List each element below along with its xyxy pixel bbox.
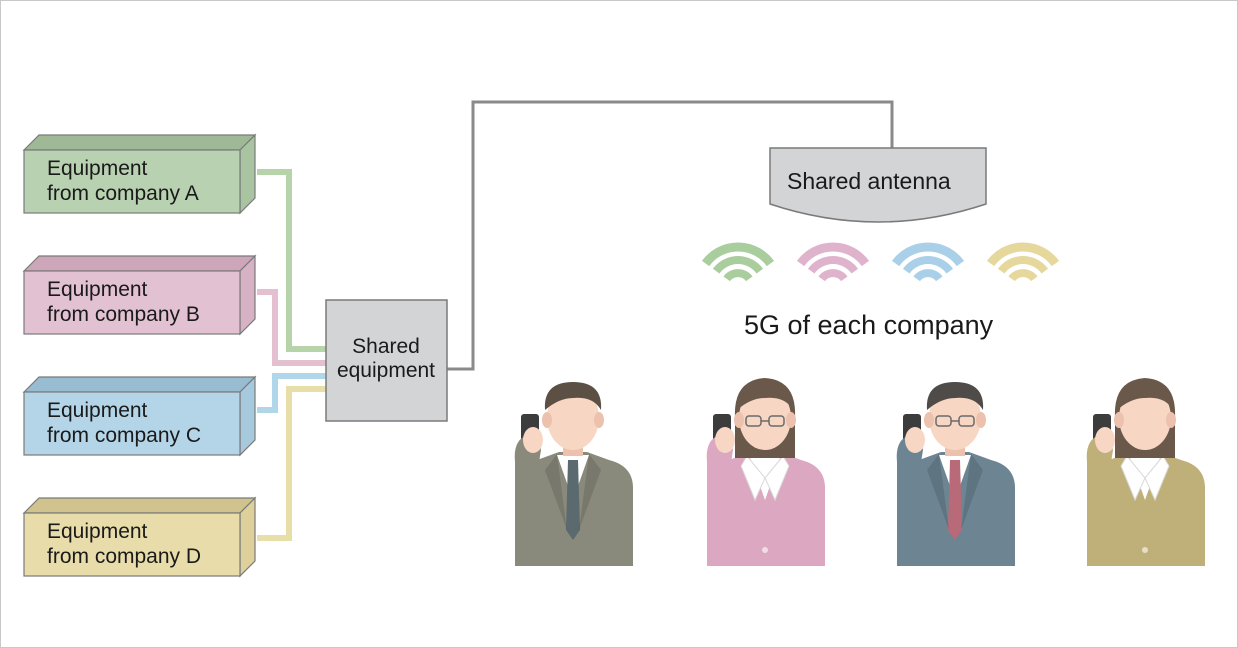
hair xyxy=(1116,382,1174,410)
equipment-box-c xyxy=(22,375,257,457)
signal-arc xyxy=(701,242,775,267)
equipment-c-line1: Equipment xyxy=(47,399,148,422)
button xyxy=(1142,547,1148,553)
shared-antenna-shape xyxy=(769,147,987,223)
lapel-left xyxy=(927,454,949,530)
shared-equipment-line2: equipment xyxy=(336,359,436,382)
equipment-label-c: Equipment from company C xyxy=(47,398,201,448)
caption-5g: 5G of each company xyxy=(744,310,994,340)
button xyxy=(762,547,768,553)
signal-icon-d xyxy=(986,242,1060,282)
hair xyxy=(736,382,794,410)
suit xyxy=(1087,452,1205,566)
shared-equipment-label: Shared equipment xyxy=(326,335,446,383)
box-top-face xyxy=(22,255,257,272)
person-woman-olive-suit xyxy=(1086,378,1205,566)
collar-right xyxy=(764,455,790,502)
equipment-c-line2: from company C xyxy=(47,424,202,447)
hair xyxy=(926,382,984,410)
collar-right xyxy=(1144,455,1170,502)
connection-lines xyxy=(257,100,894,541)
equipment-a-line1: Equipment xyxy=(47,157,148,180)
ear-left xyxy=(542,412,552,428)
signal-arc xyxy=(997,256,1049,274)
ear-right xyxy=(976,412,986,428)
signal-arc xyxy=(1008,269,1038,282)
signal-icons xyxy=(701,242,1060,282)
ear-right xyxy=(786,412,796,428)
box-front-face xyxy=(23,512,241,577)
box-top-face xyxy=(22,376,257,393)
line-company-b xyxy=(257,289,326,366)
tie xyxy=(948,460,962,540)
signal-arc xyxy=(796,242,870,267)
ear-left xyxy=(924,412,934,428)
head xyxy=(547,386,599,450)
collar-left xyxy=(740,455,766,502)
lapel-right xyxy=(961,454,983,530)
signal-arc xyxy=(712,256,764,274)
line-to-antenna xyxy=(447,100,894,371)
line-company-d xyxy=(257,386,326,541)
equipment-d-line2: from company D xyxy=(47,545,202,568)
box-top-face xyxy=(22,134,257,151)
equipment-label-a: Equipment from company A xyxy=(47,156,199,206)
equipment-box-b xyxy=(22,254,257,336)
line-company-c xyxy=(257,373,326,413)
ear-right xyxy=(594,412,604,428)
equipment-b-line1: Equipment xyxy=(47,278,148,301)
ear-left xyxy=(1114,412,1124,428)
hand xyxy=(905,427,925,453)
equipment-d-line1: Equipment xyxy=(47,520,148,543)
ear-right xyxy=(1166,412,1176,428)
lapel-right xyxy=(579,454,601,530)
signal-arc xyxy=(723,269,753,282)
box-front-face xyxy=(23,270,241,335)
signal-arc xyxy=(913,269,943,282)
box-front-face xyxy=(23,149,241,214)
box-top-face xyxy=(22,497,257,514)
signal-icon-a xyxy=(701,242,775,282)
signal-icon-b xyxy=(796,242,870,282)
people-group xyxy=(514,378,1205,566)
collar-left xyxy=(1120,455,1146,502)
tie xyxy=(566,460,580,540)
signal-arc xyxy=(891,242,965,267)
lapel-left xyxy=(545,454,567,530)
equipment-label-b: Equipment from company B xyxy=(47,277,200,327)
hair xyxy=(544,382,602,410)
equipment-a-line2: from company A xyxy=(47,182,199,205)
signal-arc xyxy=(818,269,848,282)
equipment-label-d: Equipment from company D xyxy=(47,519,201,569)
suit xyxy=(707,452,825,566)
shared-antenna-label: Shared antenna xyxy=(787,168,951,194)
box-front-face xyxy=(23,391,241,456)
equipment-box-d xyxy=(22,496,257,578)
hand xyxy=(523,427,543,453)
equipment-b-line2: from company B xyxy=(47,303,200,326)
signal-arc xyxy=(902,256,954,274)
equipment-boxes xyxy=(22,133,257,578)
person-woman-pink-suit xyxy=(706,378,825,566)
signal-arc xyxy=(986,242,1060,267)
head xyxy=(739,386,791,450)
signal-arc xyxy=(807,256,859,274)
person-man-blue-suit xyxy=(896,382,1015,566)
hand xyxy=(1095,427,1115,453)
ear-left xyxy=(734,412,744,428)
line-company-a xyxy=(257,169,326,352)
head xyxy=(929,386,981,450)
shared-equipment-line1: Shared xyxy=(352,335,420,358)
shared-equipment-box xyxy=(325,299,448,422)
hand xyxy=(715,427,735,453)
head xyxy=(1119,386,1171,450)
equipment-box-a xyxy=(22,133,257,215)
signal-icon-c xyxy=(891,242,965,282)
person-man-gray-suit xyxy=(514,382,633,566)
